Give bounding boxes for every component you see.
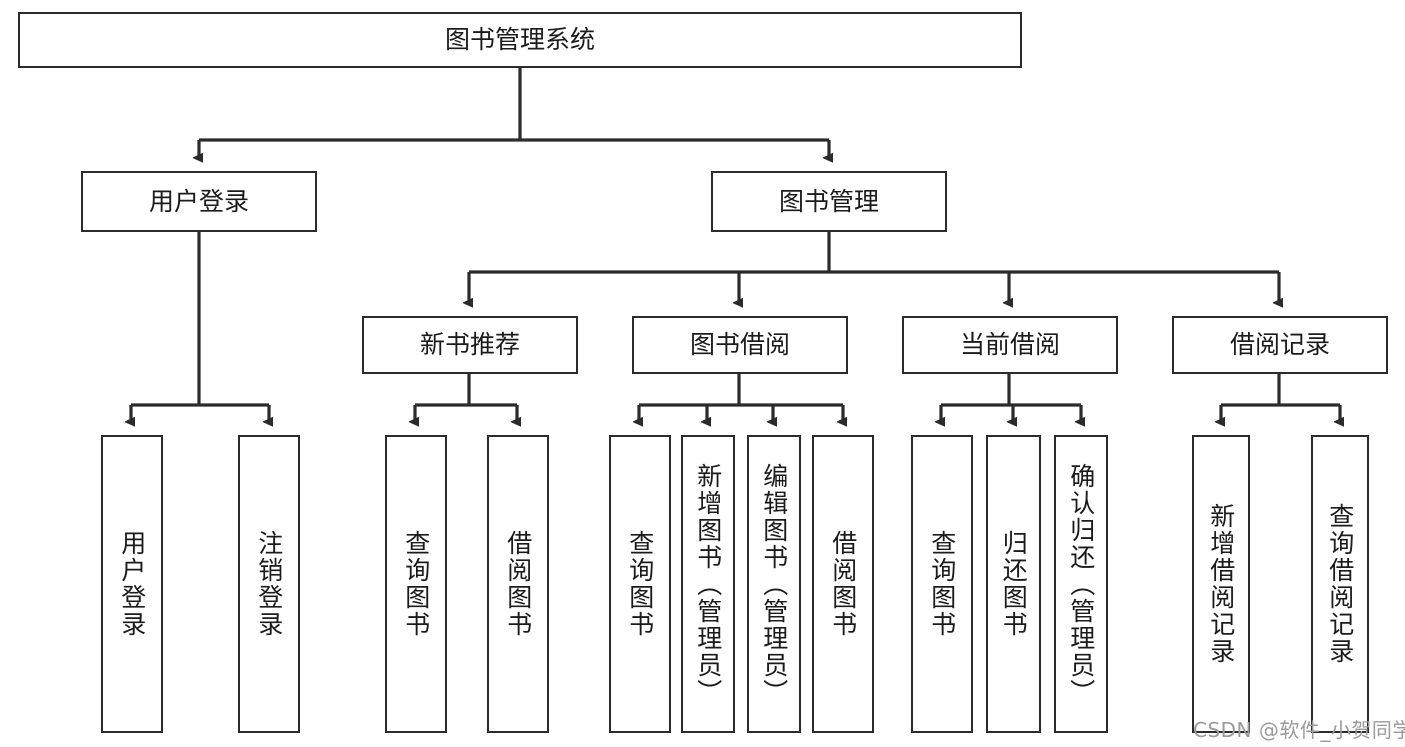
leaf-current-return-book[interactable]: 归还图书	[986, 435, 1041, 733]
node-label: 当前借阅	[959, 330, 1060, 360]
node-label: 新书推荐	[419, 330, 520, 360]
leaf-borrow-query-book[interactable]: 查询图书	[609, 435, 671, 733]
node-label: 用户登录	[148, 186, 249, 216]
node-current-borrow[interactable]: 当前借阅	[902, 316, 1118, 374]
node-new-book-recommend[interactable]: 新书推荐	[362, 316, 578, 374]
leaf-current-query-book[interactable]: 查询图书	[911, 435, 973, 733]
leaf-record-query-record[interactable]: 查询借阅记录	[1311, 435, 1369, 733]
node-label: 查询借阅记录	[1325, 503, 1355, 665]
node-borrow-record[interactable]: 借阅记录	[1172, 316, 1388, 374]
node-root-system[interactable]: 图书管理系统	[18, 12, 1022, 68]
leaf-current-confirm-return-admin[interactable]: 确认归还（管理员）	[1054, 435, 1108, 733]
node-label: 用户登录	[117, 530, 147, 638]
csdn-watermark: CSDN @软件_小贺同学	[1193, 718, 1405, 742]
node-label: 注销登录	[254, 530, 284, 638]
node-label: 图书借阅	[689, 330, 790, 360]
node-label: 图书管理	[778, 186, 879, 216]
node-label: 借阅记录	[1229, 330, 1330, 360]
node-label: 查询图书	[625, 530, 655, 638]
node-book-borrow[interactable]: 图书借阅	[632, 316, 848, 374]
node-label: 查询图书	[927, 530, 957, 638]
leaf-user-login[interactable]: 用户登录	[101, 435, 163, 733]
node-label: 借阅图书	[503, 530, 533, 638]
node-label: 编辑图书（管理员）	[759, 462, 789, 706]
leaf-newbook-query-book[interactable]: 查询图书	[385, 435, 447, 733]
leaf-newbook-borrow-book[interactable]: 借阅图书	[487, 435, 549, 733]
leaf-record-add-record[interactable]: 新增借阅记录	[1192, 435, 1250, 733]
node-label: 借阅图书	[828, 530, 858, 638]
leaf-borrow-add-book-admin[interactable]: 新增图书（管理员）	[681, 435, 735, 733]
leaf-borrow-lend-book[interactable]: 借阅图书	[812, 435, 874, 733]
node-book-management[interactable]: 图书管理	[711, 171, 947, 232]
node-label: 查询图书	[401, 530, 431, 638]
node-label: 归还图书	[999, 530, 1029, 638]
node-label: 新增借阅记录	[1206, 503, 1236, 665]
leaf-user-logout[interactable]: 注销登录	[238, 435, 300, 733]
leaf-borrow-edit-book-admin[interactable]: 编辑图书（管理员）	[747, 435, 801, 733]
node-label: 确认归还（管理员）	[1066, 462, 1096, 706]
node-label: 新增图书（管理员）	[693, 462, 723, 706]
node-label: 图书管理系统	[444, 25, 595, 55]
node-user-login[interactable]: 用户登录	[81, 171, 317, 232]
